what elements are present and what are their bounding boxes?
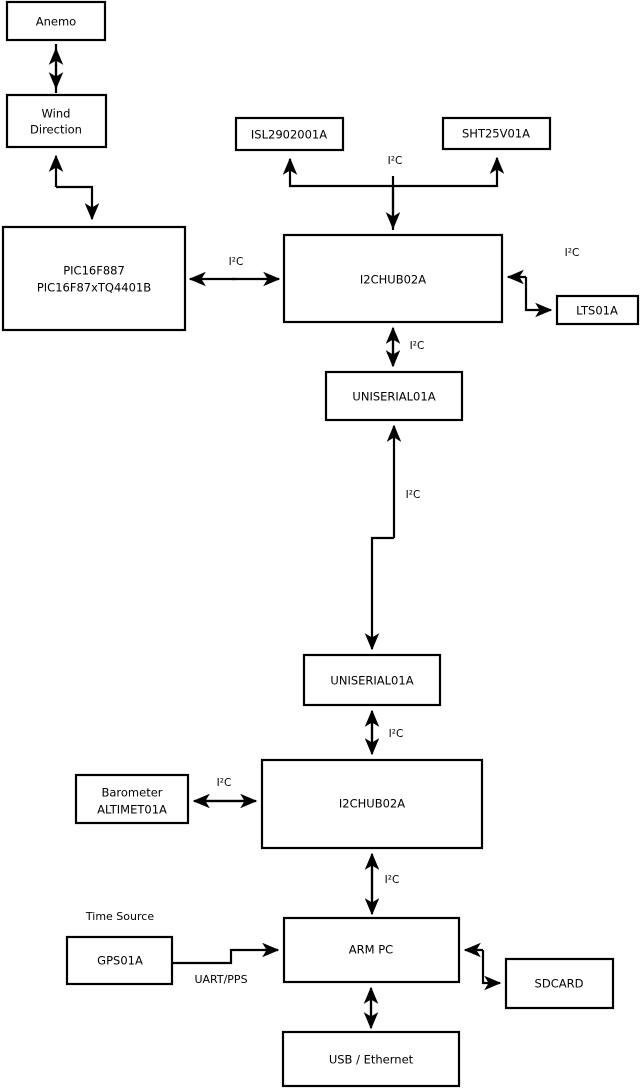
block-label-barometer-line2: ALTIMET01A: [97, 803, 167, 817]
connectors-layer: [48, 44, 553, 1030]
block-label-sdcard: SDCARD: [535, 977, 584, 991]
block-label-barometer-line1: Barometer: [101, 786, 162, 800]
edge-labels-layer: I²C I²C I²C I²C I²C I²C I²C I²C UART/PPS: [194, 155, 579, 986]
edge-label-hub-uniserial1: I²C: [410, 340, 425, 352]
edge-label-barometer-hub2: I²C: [217, 777, 232, 789]
block-lts01a[interactable]: [555, 294, 640, 326]
block-label-sht25v01a: SHT25V01A: [462, 127, 530, 141]
connector-hub-isl: [282, 157, 395, 230]
block-label-anemo: Anemo: [36, 15, 76, 29]
block-label-usb-ethernet: USB / Ethernet: [329, 1053, 414, 1067]
block-label-i2chub02a-bottom: I2CHUB02A: [339, 797, 405, 811]
block-sht25v01a[interactable]: [441, 116, 552, 151]
block-i2chub02a-bottom[interactable]: [260, 758, 484, 850]
block-label-uniserial01a-lower: UNISERIAL01A: [330, 674, 413, 688]
block-label-i2chub02a-top: I2CHUB02A: [360, 273, 426, 287]
block-label-wind-direction-line2: Direction: [30, 123, 82, 137]
edge-label-uniserial2-hub2: I²C: [389, 728, 404, 740]
block-label-wind-direction-line1: Wind: [42, 107, 71, 121]
block-wind-direction[interactable]: [5, 93, 108, 149]
block-uniserial01a-upper[interactable]: [324, 370, 464, 422]
block-i2chub02a-top[interactable]: [282, 233, 504, 324]
block-barometer[interactable]: [74, 773, 190, 825]
block-label-pic-line2: PIC16F87xTQ4401B: [37, 281, 151, 295]
edge-label-gps-armpc: UART/PPS: [194, 973, 247, 986]
connector-hub-sht: [393, 156, 505, 188]
connector-wind-pic-down: [56, 185, 100, 221]
block-label-arm-pc: ARM PC: [349, 943, 393, 957]
free-labels-layer: Time Source: [85, 910, 154, 923]
edge-label-pic-hub: I²C: [229, 256, 244, 268]
block-gps01a[interactable]: [65, 935, 174, 986]
block-label-uniserial01a-upper: UNISERIAL01A: [352, 390, 435, 404]
label-time-source: Time Source: [85, 910, 154, 923]
block-label-isl2902001a: ISL2902001A: [251, 128, 327, 142]
block-arm-pc[interactable]: [282, 916, 461, 984]
connector-hub-lts-out: [524, 277, 553, 318]
block-label-lts01a: LTS01A: [576, 304, 618, 318]
block-uniserial01a-lower[interactable]: [302, 653, 442, 707]
block-anemo[interactable]: [5, 0, 107, 42]
block-pic-mcu[interactable]: [1, 225, 187, 332]
block-isl2902001a[interactable]: [234, 116, 345, 152]
edge-label-uniserial1-uniserial2: I²C: [406, 489, 421, 501]
block-sdcard[interactable]: [504, 957, 615, 1010]
edge-label-hub2-armpc: I²C: [385, 874, 400, 886]
connector-uni1-uni2-down: [364, 536, 394, 651]
connector-armpc-sdcard-out: [481, 950, 502, 991]
block-label-pic-line1: PIC16F887: [63, 264, 125, 278]
block-usb-ethernet[interactable]: [281, 1030, 461, 1088]
edge-label-hub-lts: I²C: [565, 247, 580, 259]
block-label-gps01a: GPS01A: [97, 954, 143, 968]
connector-gps-armpc: [172, 942, 280, 965]
edge-label-isl-sht-bus: I²C: [388, 155, 403, 167]
